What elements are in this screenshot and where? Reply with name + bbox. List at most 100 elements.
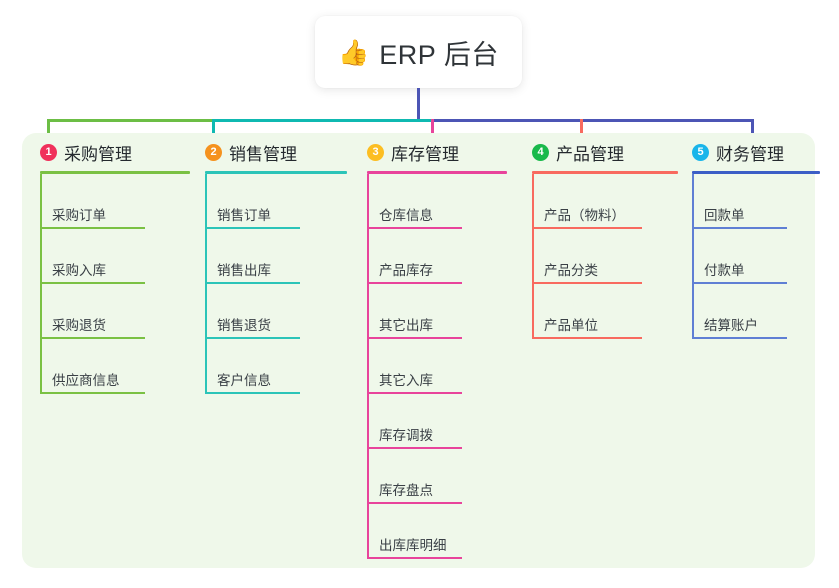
leaf-item[interactable]: 采购退货 bbox=[40, 284, 190, 339]
leaf-item-rule bbox=[367, 447, 462, 449]
column-header-库存管理[interactable]: 3 库存管理 bbox=[355, 133, 507, 171]
leaf-item-rule bbox=[692, 227, 787, 229]
column-title: 销售管理 bbox=[229, 144, 297, 164]
leaf-item-rule bbox=[367, 557, 462, 559]
leaf-item-label: 采购退货 bbox=[52, 317, 106, 333]
connector-bar-seg-2 bbox=[211, 119, 434, 122]
column-number-badge: 3 bbox=[367, 143, 384, 161]
leaf-item[interactable]: 客户信息 bbox=[205, 339, 347, 394]
leaf-item[interactable]: 销售出库 bbox=[205, 229, 347, 284]
leaf-item-rule bbox=[532, 227, 642, 229]
column-items: 销售订单销售出库销售退货客户信息 bbox=[205, 174, 347, 394]
leaf-item-label: 产品（物料） bbox=[544, 207, 625, 223]
leaf-item[interactable]: 销售订单 bbox=[205, 174, 347, 229]
leaf-item[interactable]: 产品（物料） bbox=[532, 174, 678, 229]
leaf-item[interactable]: 回款单 bbox=[692, 174, 820, 229]
column-spine bbox=[367, 174, 369, 559]
leaf-item-label: 出库库明细 bbox=[379, 537, 447, 553]
leaf-item-rule bbox=[40, 337, 145, 339]
column-underline bbox=[367, 171, 507, 174]
leaf-item-rule bbox=[532, 282, 642, 284]
column-title: 库存管理 bbox=[391, 144, 459, 164]
column-underline bbox=[692, 171, 820, 174]
leaf-item-rule bbox=[205, 227, 300, 229]
leaf-item-rule bbox=[40, 227, 145, 229]
column-title: 采购管理 bbox=[64, 144, 132, 164]
column-2: 2 销售管理销售订单销售出库销售退货客户信息 bbox=[193, 133, 347, 394]
column-underline bbox=[40, 171, 190, 174]
leaf-item-label: 其它出库 bbox=[379, 317, 433, 333]
column-header-销售管理[interactable]: 2 销售管理 bbox=[193, 133, 347, 171]
leaf-item-rule bbox=[40, 282, 145, 284]
leaf-item-label: 客户信息 bbox=[217, 372, 271, 388]
leaf-item[interactable]: 付款单 bbox=[692, 229, 820, 284]
leaf-item[interactable]: 采购入库 bbox=[40, 229, 190, 284]
column-underline bbox=[205, 171, 347, 174]
leaf-item[interactable]: 其它出库 bbox=[367, 284, 507, 339]
leaf-item-label: 回款单 bbox=[704, 207, 745, 223]
leaf-item-rule bbox=[692, 337, 787, 339]
leaf-item-label: 采购订单 bbox=[52, 207, 106, 223]
leaf-item-rule bbox=[367, 392, 462, 394]
column-items: 仓库信息产品库存其它出库其它入库库存调拨库存盘点出库库明细 bbox=[367, 174, 507, 559]
column-items: 产品（物料） 产品分类产品单位 bbox=[532, 174, 678, 339]
column-title: 产品管理 bbox=[556, 144, 624, 164]
thumbs-up-icon: 👍 bbox=[338, 38, 370, 67]
column-number-badge: 2 bbox=[205, 143, 222, 161]
leaf-item[interactable]: 采购订单 bbox=[40, 174, 190, 229]
column-header-产品管理[interactable]: 4 产品管理 bbox=[520, 133, 678, 171]
column-spine bbox=[40, 174, 42, 394]
column-spine bbox=[532, 174, 534, 339]
leaf-item-label: 产品单位 bbox=[544, 317, 598, 333]
leaf-item-rule bbox=[532, 337, 642, 339]
connector-bar-seg-3 bbox=[430, 119, 754, 122]
leaf-item-rule bbox=[367, 227, 462, 229]
leaf-item-label: 库存调拨 bbox=[379, 427, 433, 443]
leaf-item-label: 采购入库 bbox=[52, 262, 106, 278]
leaf-item-label: 付款单 bbox=[704, 262, 745, 278]
leaf-item[interactable]: 库存盘点 bbox=[367, 449, 507, 504]
leaf-item-rule bbox=[367, 502, 462, 504]
leaf-item-label: 结算账户 bbox=[704, 317, 758, 333]
leaf-item-rule bbox=[692, 282, 787, 284]
leaf-item[interactable]: 销售退货 bbox=[205, 284, 347, 339]
root-title: ERP 后台 bbox=[379, 39, 499, 70]
leaf-item[interactable]: 仓库信息 bbox=[367, 174, 507, 229]
column-spine bbox=[692, 174, 694, 339]
leaf-item-label: 产品库存 bbox=[379, 262, 433, 278]
leaf-item[interactable]: 产品库存 bbox=[367, 229, 507, 284]
leaf-item-rule bbox=[205, 282, 300, 284]
connector-trunk bbox=[416, 88, 420, 122]
connector-bar-seg-1 bbox=[46, 119, 215, 122]
column-items: 回款单付款单结算账户 bbox=[692, 174, 820, 339]
leaf-item-label: 销售订单 bbox=[217, 207, 271, 223]
leaf-item-label: 其它入库 bbox=[379, 372, 433, 388]
leaf-item[interactable]: 产品单位 bbox=[532, 284, 678, 339]
leaf-item[interactable]: 库存调拨 bbox=[367, 394, 507, 449]
column-number-badge: 4 bbox=[532, 143, 549, 161]
leaf-item-rule bbox=[367, 282, 462, 284]
leaf-item[interactable]: 产品分类 bbox=[532, 229, 678, 284]
column-underline bbox=[532, 171, 678, 174]
diagram-panel bbox=[22, 133, 815, 568]
root-node-card[interactable]: 👍 ERP 后台 bbox=[315, 16, 522, 88]
leaf-item-label: 供应商信息 bbox=[52, 372, 120, 388]
column-items: 采购订单采购入库采购退货供应商信息 bbox=[40, 174, 190, 394]
leaf-item-label: 库存盘点 bbox=[379, 482, 433, 498]
column-3: 3 库存管理仓库信息产品库存其它出库其它入库库存调拨库存盘点出库库明细 bbox=[355, 133, 507, 559]
column-4: 4 产品管理产品（物料） 产品分类产品单位 bbox=[520, 133, 678, 339]
leaf-item[interactable]: 结算账户 bbox=[692, 284, 820, 339]
leaf-item-rule bbox=[367, 337, 462, 339]
leaf-item[interactable]: 供应商信息 bbox=[40, 339, 190, 394]
leaf-item-label: 仓库信息 bbox=[379, 207, 433, 223]
leaf-item[interactable]: 出库库明细 bbox=[367, 504, 507, 559]
leaf-item-label: 产品分类 bbox=[544, 262, 598, 278]
leaf-item-rule bbox=[40, 392, 145, 394]
column-spine bbox=[205, 174, 207, 394]
leaf-item[interactable]: 其它入库 bbox=[367, 339, 507, 394]
leaf-item-label: 销售退货 bbox=[217, 317, 271, 333]
